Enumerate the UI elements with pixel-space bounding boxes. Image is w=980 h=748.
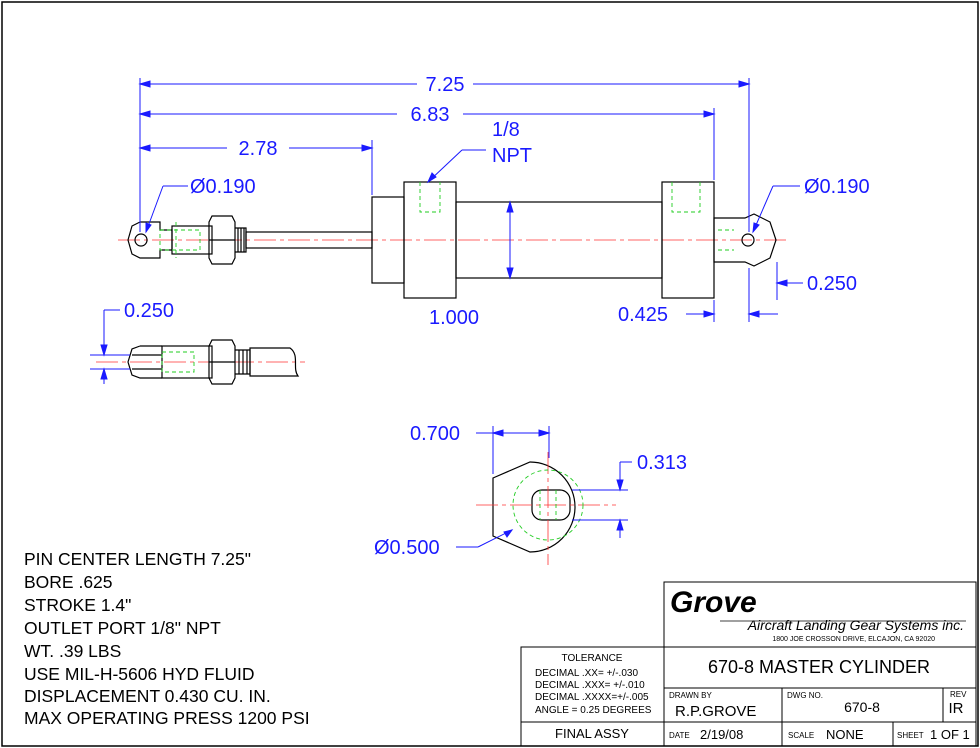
company-logo: Grove <box>670 586 757 619</box>
dim-body-length: 6.83 <box>411 104 450 126</box>
right-hole <box>741 233 755 247</box>
dim-rod-end-width: 0.700 <box>410 423 460 445</box>
spec-line: BORE .625 <box>24 572 113 592</box>
dwg-no-label: DWG NO. <box>787 691 823 700</box>
tolerance-line: ANGLE = 0.25 DEGREES <box>535 705 652 716</box>
dim-outlet-port-1: 1/8 <box>492 119 520 141</box>
scale-label: SCALE <box>788 731 814 740</box>
dim-overall-length: 7.25 <box>426 74 465 96</box>
dim-clevis-slot-width: 0.250 <box>124 300 174 322</box>
spec-line: STROKE 1.4" <box>24 595 131 615</box>
dim-left-hole-dia: Ø0.190 <box>190 176 256 198</box>
dimension-lines <box>138 78 803 322</box>
title-block <box>520 581 977 747</box>
dwg-no: 670-8 <box>844 699 880 715</box>
company-name: Aircraft Landing Gear Systems inc. <box>747 617 964 633</box>
rod-end-dimensions <box>456 426 632 548</box>
drawing-title: 670-8 MASTER CYLINDER <box>708 657 930 677</box>
date-value: 2/19/08 <box>700 727 743 742</box>
final-assy: FINAL ASSY <box>555 726 629 741</box>
tolerance-header: TOLERANCE <box>562 653 623 664</box>
spec-line: WT. .39 LBS <box>24 641 121 661</box>
cylinder-side-view <box>118 181 790 299</box>
hex-nut <box>208 215 236 265</box>
drawn-by-label: DRAWN BY <box>669 691 712 700</box>
clevis-hidden-lines <box>161 351 195 373</box>
rod-end-hidden-lines <box>512 469 584 541</box>
dim-body-diameter: 1.000 <box>429 307 479 329</box>
hidden-lines <box>159 182 734 258</box>
spec-line: MAX OPERATING PRESS 1200 PSI <box>24 708 310 728</box>
clevis-top-view <box>96 339 305 385</box>
drawn-by: R.P.GROVE <box>675 703 756 720</box>
tolerance-line: DECIMAL .XXXX=+/-.005 <box>535 692 649 703</box>
rod-end-view <box>476 452 616 565</box>
left-hole <box>134 233 148 247</box>
tolerance-line: DECIMAL .XXX= +/-.010 <box>535 680 645 691</box>
left-rod-end <box>127 221 173 259</box>
dim-right-tab-length: 0.425 <box>618 304 668 326</box>
dim-slot-width: 0.313 <box>637 452 687 474</box>
spec-line: USE MIL-H-5606 HYD FLUID <box>24 664 254 684</box>
rev-value: IR <box>949 700 964 717</box>
dim-outlet-port-2: NPT <box>492 145 532 167</box>
dim-rod-end-dia: Ø0.500 <box>374 537 440 559</box>
spec-line: PIN CENTER LENGTH 7.25" <box>24 549 251 569</box>
tolerance-line: DECIMAL .XX= +/-.030 <box>535 668 638 679</box>
date-label: DATE <box>669 731 690 740</box>
company-address: 1800 JOE CROSSON DRIVE, ELCAJON, CA 9202… <box>772 636 935 643</box>
sheet-label: SHEET <box>897 731 924 740</box>
dim-rod-end-length: 2.78 <box>239 138 278 160</box>
dim-right-hole-dia: Ø0.190 <box>804 176 870 198</box>
rev-label: REV <box>950 690 967 699</box>
spec-line: OUTLET PORT 1/8" NPT <box>24 618 221 638</box>
scale-value: NONE <box>826 727 864 742</box>
spec-line: DISPLACEMENT 0.430 CU. IN. <box>24 686 271 706</box>
spec-notes: PIN CENTER LENGTH 7.25" BORE .625 STROKE… <box>24 549 310 728</box>
clevis-dimension <box>90 309 130 384</box>
dim-right-tab-thickness: 0.250 <box>807 273 857 295</box>
sheet-value: 1 OF 1 <box>930 727 970 742</box>
